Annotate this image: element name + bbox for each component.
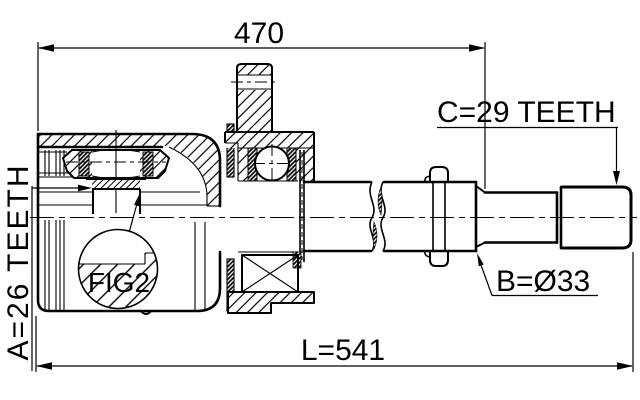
drive-shaft	[302, 166, 633, 267]
label-c29-teeth: C=29 TEETH	[437, 96, 620, 185]
a26-leader-arrow	[78, 184, 92, 192]
spline-end	[561, 185, 633, 250]
c29-text: C=29 TEETH	[437, 96, 616, 129]
a26-text: A=26 TEETH	[2, 163, 35, 360]
detail-circle	[77, 228, 159, 310]
bracket-foot	[227, 291, 315, 314]
center-bearing-assembly	[224, 63, 315, 314]
dim-470-text: 470	[234, 17, 284, 50]
boot-clamp-upper	[226, 123, 235, 178]
fig2-label: FIG2	[88, 267, 150, 298]
dimension-l541: L=541	[35, 252, 634, 372]
tripod-roller	[62, 130, 170, 214]
b33-leader-arrow	[477, 253, 484, 267]
b33-text: B=Ø33	[496, 265, 590, 298]
dimension-470: 470	[37, 17, 486, 189]
cv-joint-housing	[36, 123, 235, 315]
boot-groove-ribs	[38, 150, 207, 310]
label-a26-teeth: A=26 TEETH	[2, 163, 92, 371]
bracket-column	[236, 63, 273, 132]
label-b33: B=Ø33	[477, 253, 598, 298]
fig2-leader-arrow	[134, 193, 140, 207]
c29-leader-arrow	[613, 171, 620, 185]
dim-l541-text: L=541	[301, 334, 385, 367]
fig2-callout: FIG2	[77, 193, 159, 310]
damper-clamp	[424, 166, 449, 267]
